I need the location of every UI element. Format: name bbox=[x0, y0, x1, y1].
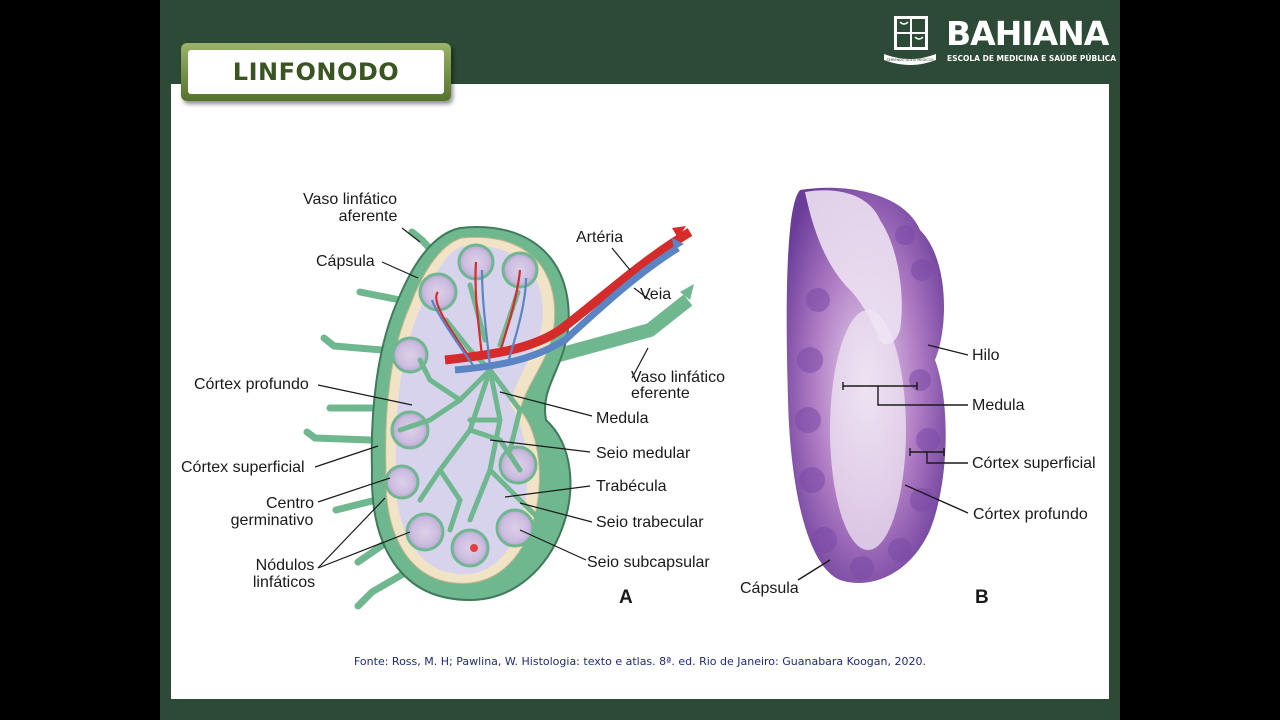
figure-a-schematic: Vaso linfático aferente Cápsula Artéria … bbox=[181, 191, 725, 610]
label-seio-subcapsular: Seio subcapsular bbox=[587, 554, 710, 571]
slide-frame: LINFONODO SERVINDO ÀGEIS MEDICOS BAHIANA… bbox=[160, 0, 1120, 720]
label-vaso-aferente-line1: Vaso linfático bbox=[303, 191, 397, 208]
page-title: LINFONODO bbox=[232, 58, 400, 86]
label-cortex-profundo-b: Córtex profundo bbox=[973, 506, 1088, 523]
label-trabecula: Trabécula bbox=[596, 478, 667, 495]
label-seio-trabecular: Seio trabecular bbox=[596, 514, 704, 531]
label-veia: Veia bbox=[640, 286, 671, 303]
label-cortex-superficial-b: Córtex superficial bbox=[972, 455, 1096, 472]
label-vaso-aferente-line2: aferente bbox=[339, 208, 398, 225]
label-centro-line1: Centro bbox=[266, 495, 314, 512]
brand-name: BAHIANA bbox=[946, 14, 1109, 53]
germinal-center-dot bbox=[470, 544, 478, 552]
label-cortex-profundo-a: Córtex profundo bbox=[194, 376, 309, 393]
label-arteria: Artéria bbox=[576, 229, 623, 246]
label-vaso-eferente-line1: Vaso linfático bbox=[631, 369, 725, 386]
bottom-bar bbox=[160, 700, 1120, 720]
title-banner-inner: LINFONODO bbox=[188, 50, 444, 94]
slide-content-area bbox=[171, 84, 1109, 699]
label-hilo: Hilo bbox=[972, 347, 1000, 364]
vessel-branches bbox=[430, 261, 528, 369]
leader-lines-a bbox=[314, 227, 651, 569]
figure-b-histology: Hilo Medula Córtex superficial Córtex pr… bbox=[740, 187, 1096, 608]
label-medula-a: Medula bbox=[596, 410, 649, 427]
figure-b-letter: B bbox=[975, 587, 989, 608]
efferent-arrow bbox=[680, 284, 694, 300]
hilum-region bbox=[805, 190, 902, 345]
vein-arrow bbox=[672, 238, 684, 250]
label-vaso-eferente-line2: eferente bbox=[631, 385, 690, 402]
label-capsula-a: Cápsula bbox=[316, 253, 375, 270]
label-centro-line2: germinativo bbox=[231, 512, 314, 529]
figure-a-letter: A bbox=[619, 587, 633, 608]
label-capsula-b: Cápsula bbox=[740, 580, 799, 597]
emblem-icon: SERVINDO ÀGEIS MEDICOS bbox=[884, 16, 936, 65]
artery-arrow bbox=[672, 226, 686, 238]
leader-lines-b bbox=[797, 344, 969, 581]
label-cortex-superficial-a: Córtex superficial bbox=[181, 459, 305, 476]
efferent-vessel bbox=[546, 294, 693, 365]
brand-subtitle: ESCOLA DE MEDICINA E SAÚDE PÚBLICA bbox=[947, 54, 1117, 63]
label-seio-medular: Seio medular bbox=[596, 445, 691, 462]
bahiana-logo: SERVINDO ÀGEIS MEDICOS BAHIANA ESCOLA DE… bbox=[880, 14, 1116, 70]
medulla-region bbox=[830, 310, 906, 550]
trabeculae bbox=[397, 282, 543, 533]
logo-motto: SERVINDO ÀGEIS MEDICOS bbox=[886, 57, 934, 62]
artery bbox=[444, 228, 693, 365]
vein bbox=[454, 245, 680, 374]
source-citation: Fonte: Ross, M. H; Pawlina, W. Histologi… bbox=[354, 655, 926, 668]
label-nodulos-line1: Nódulos bbox=[256, 557, 315, 574]
title-banner: LINFONODO bbox=[181, 43, 451, 101]
label-medula-b: Medula bbox=[972, 397, 1025, 414]
label-nodulos-line2: linfáticos bbox=[253, 574, 315, 591]
